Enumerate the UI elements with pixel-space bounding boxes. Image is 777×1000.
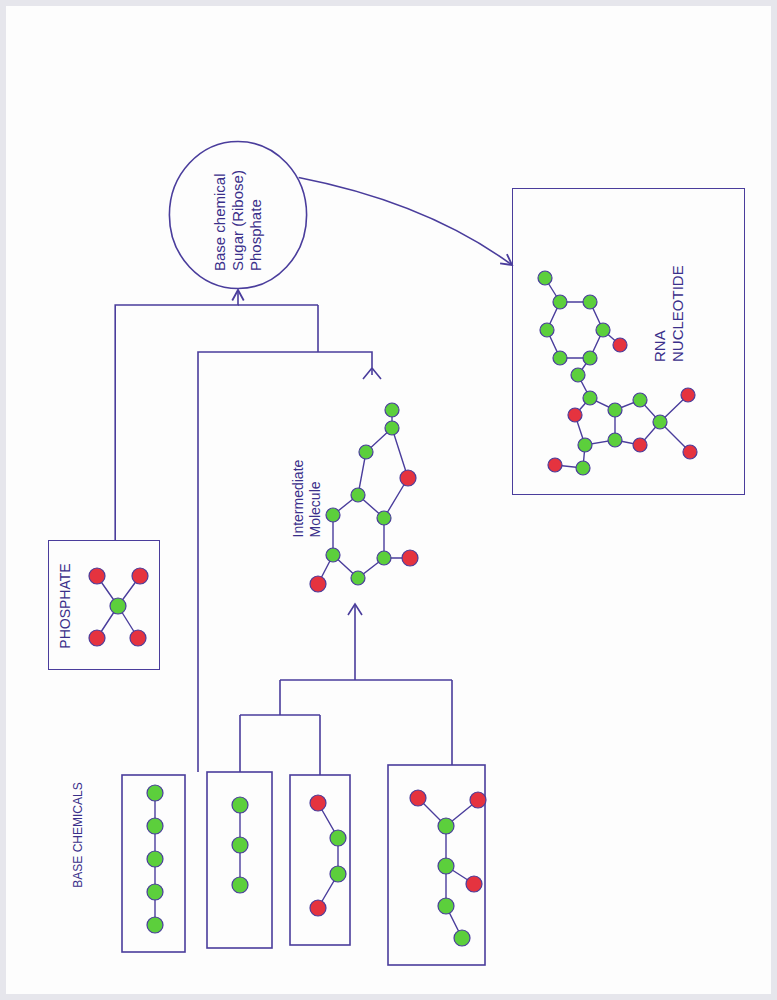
bond xyxy=(97,576,140,638)
oxygen-atom xyxy=(470,792,486,808)
base-chemical-box xyxy=(290,775,350,945)
node-text: Base chemical Sugar (Ribose) Phosphate xyxy=(211,159,265,271)
carbon-atom xyxy=(540,323,554,337)
carbon-atom xyxy=(596,323,610,337)
carbon-atom xyxy=(385,403,399,417)
oxygen-atom xyxy=(402,550,418,566)
node-text: RNA NUCLEOTIDE xyxy=(651,250,687,362)
bond xyxy=(318,410,410,584)
flow-line xyxy=(240,605,452,775)
oxygen-atom xyxy=(466,876,482,892)
summary-circle: Base chemical Sugar (Ribose) Phosphate xyxy=(168,140,308,290)
carbon-atom xyxy=(538,271,552,285)
bond xyxy=(545,278,620,398)
bond xyxy=(555,395,690,468)
carbon-atom xyxy=(110,271,667,946)
carbon-atom xyxy=(232,877,248,893)
carbon-atom xyxy=(351,571,365,585)
base-chemical-box xyxy=(207,772,272,948)
carbon-atom xyxy=(553,351,567,365)
carbon-atom xyxy=(147,785,163,801)
connector xyxy=(115,290,244,540)
arrow-head xyxy=(232,290,244,301)
carbon-atom xyxy=(330,830,346,846)
carbon-atom xyxy=(633,393,647,407)
connector-line xyxy=(299,178,512,266)
arrow-head xyxy=(348,604,362,615)
nucleotide-box: RNA NUCLEOTIDE xyxy=(512,188,745,495)
carbon-atom xyxy=(438,858,454,874)
arrow-head xyxy=(348,368,381,615)
carbon-atom xyxy=(578,438,592,452)
carbon-atom xyxy=(359,445,373,459)
oxygen-atom xyxy=(89,568,105,584)
carbon-atom xyxy=(147,917,163,933)
oxygen-atom xyxy=(633,438,647,452)
connector xyxy=(299,178,512,266)
oxygen-atom xyxy=(400,470,416,486)
carbon-atom xyxy=(232,837,248,853)
oxygen-atom xyxy=(310,576,326,592)
carbon-atom xyxy=(326,548,340,562)
carbon-atom xyxy=(583,295,597,309)
carbon-atom xyxy=(377,551,391,565)
carbon-atom xyxy=(351,488,365,502)
carbon-atom xyxy=(385,421,399,435)
carbon-atom xyxy=(583,351,597,365)
carbon-atom xyxy=(583,391,597,405)
carbon-atom xyxy=(571,368,585,382)
arrow-head xyxy=(363,368,381,379)
carbon-atom xyxy=(147,884,163,900)
phosphate-box: PHOSPHATE xyxy=(48,540,160,670)
oxygen-atom xyxy=(132,568,148,584)
base-chemical-box xyxy=(122,775,185,952)
carbon-atom xyxy=(553,295,567,309)
carbon-atom xyxy=(438,898,454,914)
carbon-atom xyxy=(438,818,454,834)
carbon-atom xyxy=(147,851,163,867)
group-label: BASE CHEMICALS xyxy=(71,782,85,887)
oxygen-atom xyxy=(410,790,426,806)
carbon-atom xyxy=(147,818,163,834)
oxygen-atom xyxy=(683,445,697,459)
carbon-atom xyxy=(653,415,667,429)
carbon-atom xyxy=(110,598,126,614)
flow-line xyxy=(198,305,372,772)
base-chemical-box xyxy=(388,765,485,965)
oxygen-atom xyxy=(310,795,326,811)
carbon-atom xyxy=(608,433,622,447)
oxygen-atom xyxy=(89,630,105,646)
oxygen-atom xyxy=(568,408,582,422)
oxygen-atom xyxy=(613,338,627,352)
base-chemical-box xyxy=(122,765,485,965)
arrow-head xyxy=(500,254,512,265)
oxygen-atom xyxy=(130,630,146,646)
oxygen-atom xyxy=(310,900,326,916)
carbon-atom xyxy=(232,797,248,813)
carbon-atom xyxy=(377,511,391,525)
bond xyxy=(97,278,690,938)
carbon-atom xyxy=(330,866,346,882)
circle-outline xyxy=(169,142,306,289)
flow-line xyxy=(198,305,452,775)
bond xyxy=(318,803,338,908)
carbon-atom xyxy=(608,403,622,417)
oxygen-atom xyxy=(548,458,562,472)
oxygen-atom xyxy=(89,338,697,916)
bond xyxy=(418,798,478,938)
node-text: PHOSPHATE xyxy=(57,563,74,648)
oxygen-atom xyxy=(681,388,695,402)
connector-line xyxy=(115,290,238,540)
carbon-atom xyxy=(326,508,340,522)
molecule-label: Intermediate Molecule xyxy=(290,433,324,538)
carbon-atom xyxy=(454,930,470,946)
carbon-atom xyxy=(576,461,590,475)
